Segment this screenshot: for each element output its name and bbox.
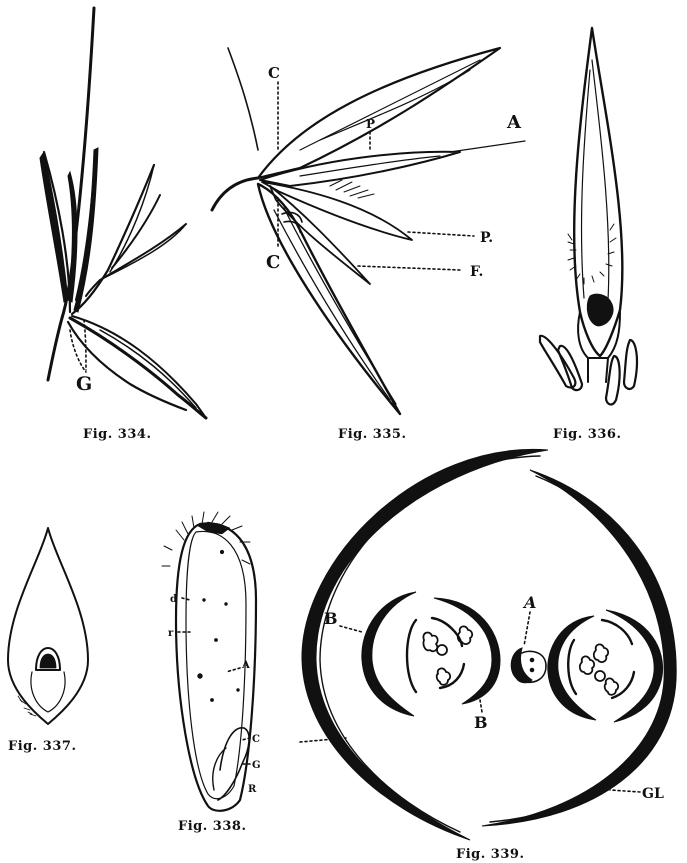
fig-335-label-a: A bbox=[506, 112, 522, 133]
fig-336-caption: Fig. 336. bbox=[553, 427, 621, 442]
fig-339-label-a: A bbox=[522, 593, 536, 612]
fig-335-label-f: F. bbox=[470, 264, 483, 280]
fig-335-label-p-outer: P. bbox=[480, 230, 493, 246]
fig-338-caption: Fig. 338. bbox=[178, 819, 246, 834]
fig-338-label-r-bottom: R bbox=[248, 784, 257, 795]
fig-335-caption: Fig. 335. bbox=[338, 427, 406, 442]
fig-338-label-g: G bbox=[252, 760, 261, 771]
fig-339-label-gl: GL bbox=[642, 786, 664, 802]
fig-338-label-r-top: r bbox=[168, 628, 174, 639]
fig-338-label-a: A bbox=[241, 660, 250, 671]
fig-334-caption: Fig. 334. bbox=[83, 427, 151, 442]
fig-334-drawing: G bbox=[40, 8, 206, 418]
fig-335-label-p-inner: P bbox=[366, 117, 375, 131]
fig-338-label-d: d bbox=[170, 594, 177, 605]
fig-335-drawing: C P A P. F. C bbox=[212, 48, 525, 414]
fig-337-caption: Fig. 337. bbox=[8, 739, 76, 754]
fig-336-drawing bbox=[540, 28, 637, 404]
fig-339-caption: Fig. 339. bbox=[456, 847, 524, 862]
fig-335-label-c-top: C bbox=[268, 64, 280, 82]
fig-339-label-b-bottom: B bbox=[474, 713, 488, 732]
fig-337-drawing bbox=[8, 528, 88, 724]
fig-338-drawing: d r A C G R bbox=[162, 512, 261, 811]
fig-335-label-c-bottom: C bbox=[266, 252, 280, 273]
fig-334-label-g: G bbox=[76, 373, 92, 395]
fig-339-drawing: B A B GL bbox=[300, 449, 676, 840]
fig-339-label-b-left: B bbox=[324, 609, 338, 628]
fig-338-label-c: C bbox=[252, 734, 260, 745]
